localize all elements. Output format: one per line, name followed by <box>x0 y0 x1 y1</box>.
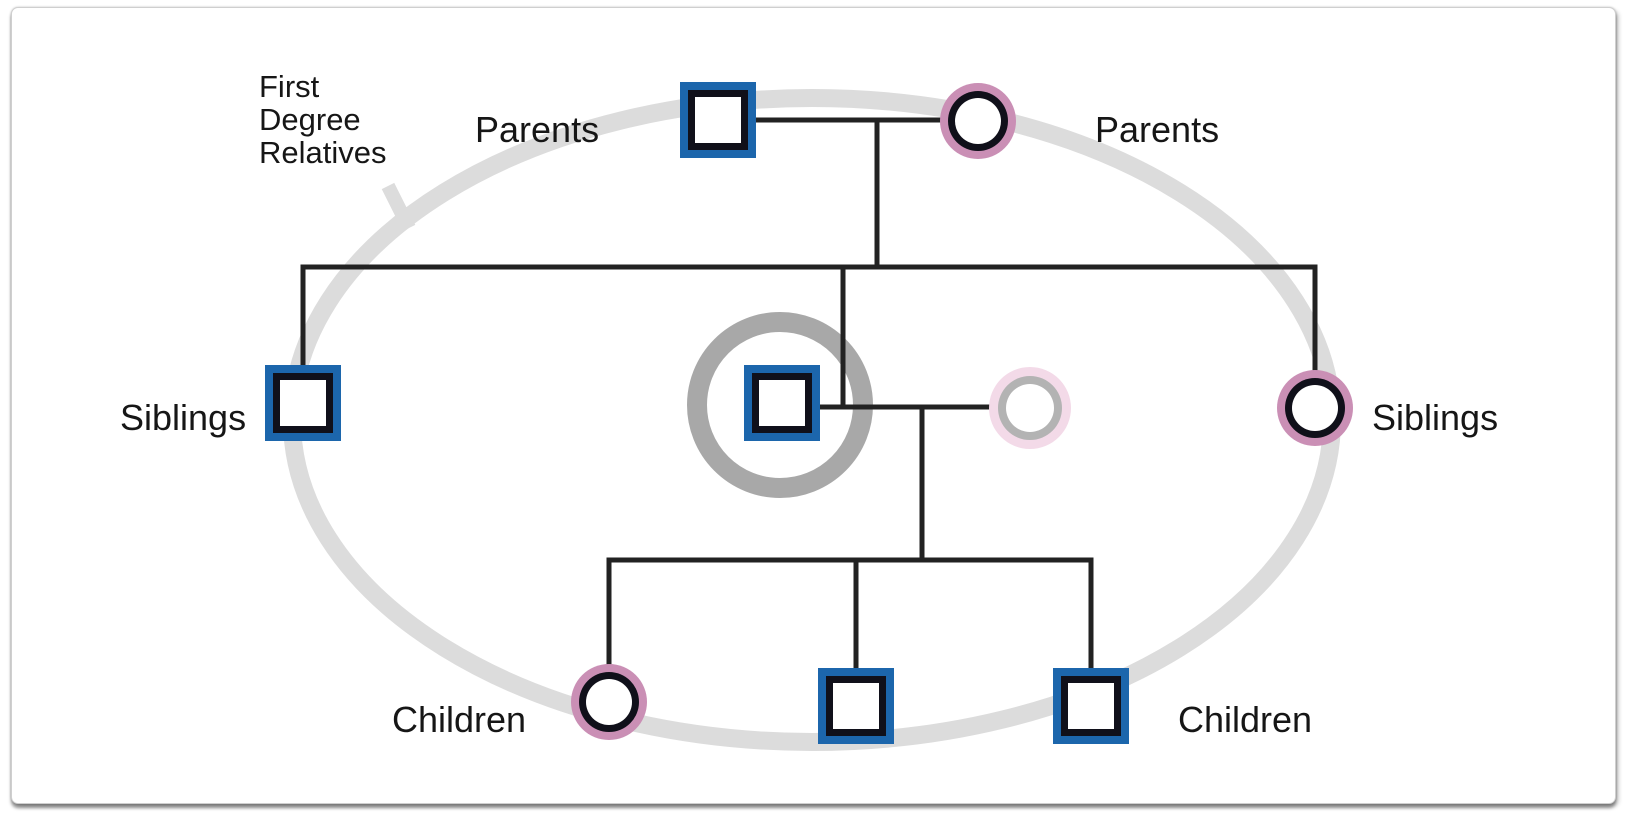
label-siblings-left: Siblings <box>120 397 246 438</box>
node-child-female <box>571 664 647 740</box>
graphics-layer <box>265 82 1353 751</box>
node-sibling-female <box>1277 370 1353 446</box>
node-proband-male <box>744 365 820 441</box>
node-child-male-1 <box>818 668 894 744</box>
connector-lines <box>300 117 1318 706</box>
children-sibship-line <box>606 557 1094 706</box>
annotation-line-1: First <box>259 69 320 104</box>
node-parent-male <box>680 82 756 158</box>
annotation-line-3: Relatives <box>259 135 387 170</box>
label-children-left: Children <box>392 699 526 740</box>
text-layer: First Degree Relatives Parents Parents S… <box>120 69 1498 740</box>
node-sibling-male <box>265 365 341 441</box>
label-parents-left: Parents <box>475 109 599 150</box>
node-partner-female <box>989 367 1071 449</box>
first-degree-annotation: First Degree Relatives <box>259 69 387 170</box>
sibship-line <box>300 264 1318 408</box>
label-children-right: Children <box>1178 699 1312 740</box>
annotation-line-2: Degree <box>259 102 361 137</box>
node-parent-female <box>940 83 1016 159</box>
annotation-pointer-tick <box>381 182 416 232</box>
label-parents-right: Parents <box>1095 109 1219 150</box>
node-child-male-2 <box>1053 668 1129 744</box>
label-siblings-right: Siblings <box>1372 397 1498 438</box>
